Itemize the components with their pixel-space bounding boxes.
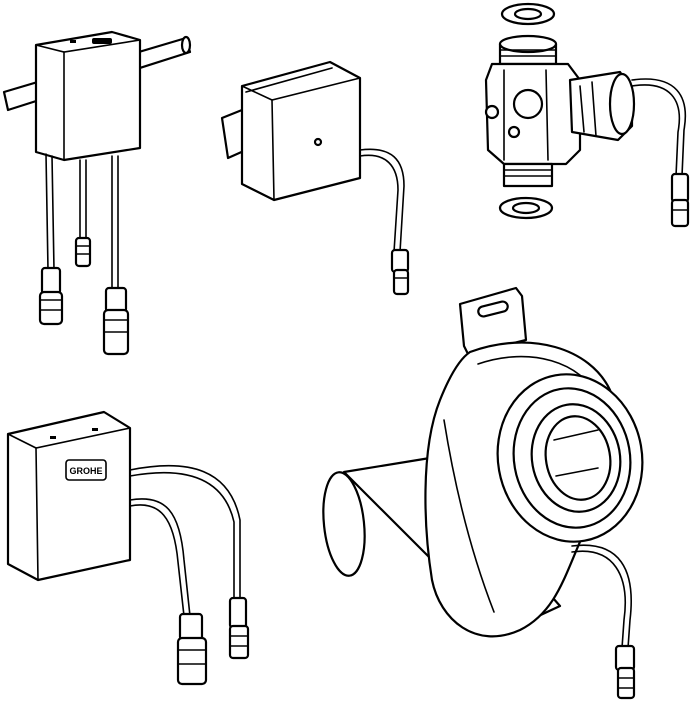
grohe-logo	[65, 459, 107, 481]
siphon-trap-with-sensor-cable	[322, 286, 644, 700]
power-supply-box-with-mounting-rail	[2, 30, 192, 356]
control-box-with-two-cables: GROHE	[6, 410, 250, 686]
sensor-module-with-cable	[220, 60, 410, 296]
solenoid-valve-with-washers	[484, 2, 690, 228]
grohe-logo-text: GROHE	[69, 466, 102, 476]
